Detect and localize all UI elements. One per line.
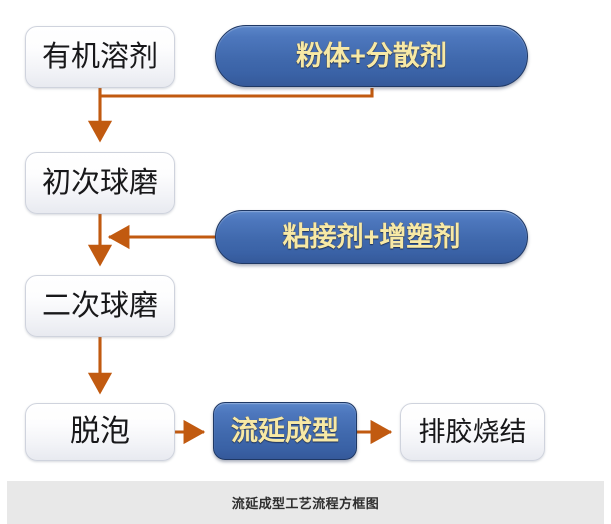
node-powder-dispersant[interactable]: 粉体+分散剂 xyxy=(215,25,528,87)
node-debinding-sintering[interactable]: 排胶烧结 xyxy=(400,403,545,461)
diagram-caption: 流延成型工艺流程方框图 xyxy=(231,496,380,511)
edge-powder-dispersant-to-primary-milling xyxy=(100,88,374,98)
node-defoaming-label: 脱泡 xyxy=(70,415,130,449)
node-secondary-milling-label: 二次球磨 xyxy=(41,289,158,322)
caption-band: 流延成型工艺流程方框图 xyxy=(7,481,604,524)
node-primary-milling[interactable]: 初次球磨 xyxy=(25,152,175,214)
node-binder-plasticizer[interactable]: 粘接剂+增塑剂 xyxy=(215,210,528,264)
node-defoaming[interactable]: 脱泡 xyxy=(25,403,175,461)
node-tape-casting-label: 流延成型 xyxy=(231,415,339,446)
node-binder-plasticizer-label: 粘接剂+增塑剂 xyxy=(282,221,461,252)
node-debinding-sintering-label: 排胶烧结 xyxy=(418,416,527,447)
node-powder-dispersant-label: 粉体+分散剂 xyxy=(296,40,447,71)
node-organic-solvent-label: 有机溶剂 xyxy=(41,40,158,73)
node-tape-casting[interactable]: 流延成型 xyxy=(213,402,357,460)
node-primary-milling-label: 初次球磨 xyxy=(41,166,158,199)
node-organic-solvent[interactable]: 有机溶剂 xyxy=(25,26,175,88)
node-secondary-milling[interactable]: 二次球磨 xyxy=(25,275,175,337)
